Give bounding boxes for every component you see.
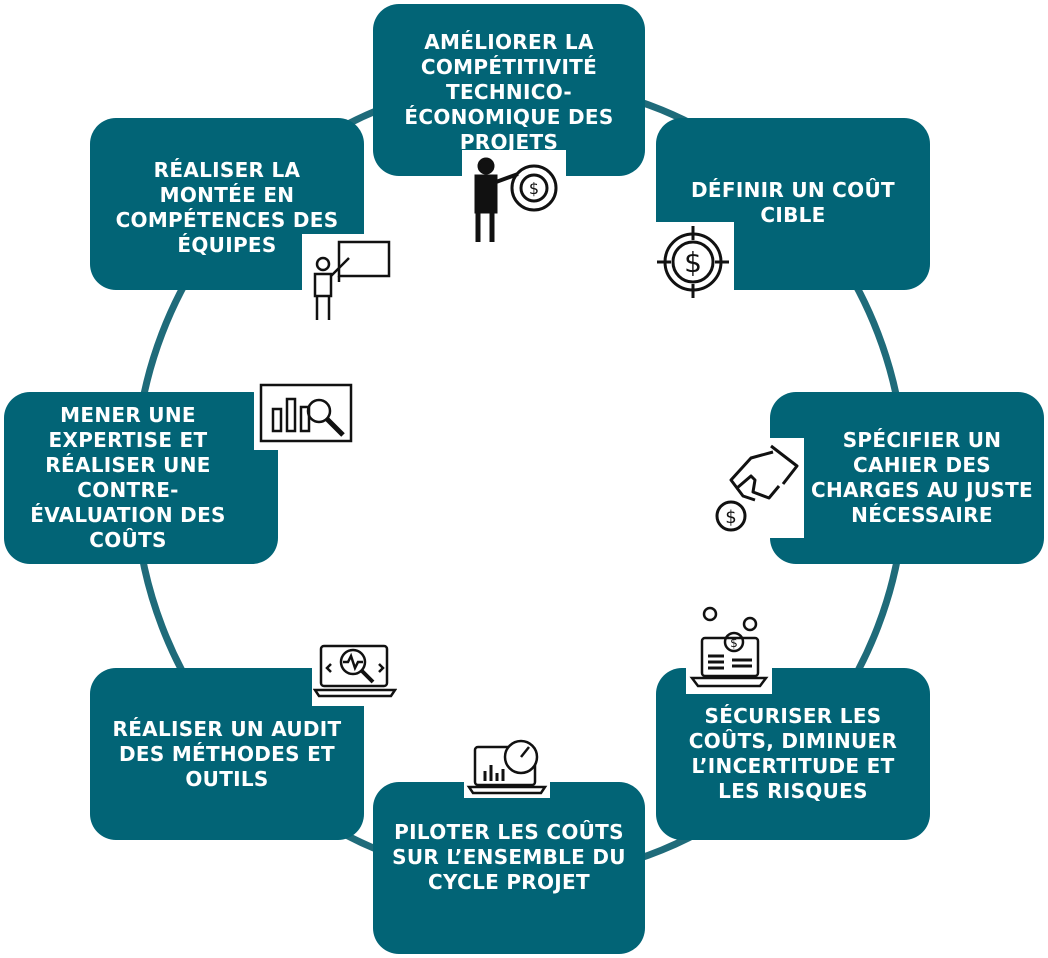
laptop-gauge-icon bbox=[464, 736, 550, 798]
step-label: PILOTER LES COÛTS SUR L’ENSEMBLE DU CYCL… bbox=[392, 820, 626, 894]
step-piloter: PILOTER LES COÛTS SUR L’ENSEMBLE DU CYCL… bbox=[373, 782, 645, 954]
teacher-board-icon bbox=[302, 234, 394, 326]
step-label: AMÉLIORER LA COMPÉTITIVITÉ TECHNICO-ÉCON… bbox=[404, 30, 614, 154]
dollar-target-icon: $ bbox=[652, 222, 734, 302]
laptop-dollar-icon: $ bbox=[686, 600, 772, 694]
presenter-target-icon: $ bbox=[462, 150, 566, 250]
step-expertise: MENER UNE EXPERTISE ET RÉALISER UNE CONT… bbox=[4, 392, 278, 564]
step-label: RÉALISER LA MONTÉE EN COMPÉTENCES DES ÉQ… bbox=[115, 158, 339, 257]
svg-text:$: $ bbox=[730, 636, 738, 650]
step-label: SÉCURISER LES COÛTS, DIMINUER L’INCERTIT… bbox=[688, 704, 898, 803]
laptop-search-icon bbox=[312, 636, 398, 706]
step-label: MENER UNE EXPERTISE ET RÉALISER UNE CONT… bbox=[30, 403, 226, 552]
svg-text:$: $ bbox=[684, 246, 702, 279]
step-label: DÉFINIR UN COÛT CIBLE bbox=[691, 178, 895, 227]
svg-text:$: $ bbox=[529, 179, 539, 198]
hand-coin-icon: $ bbox=[706, 438, 804, 538]
chart-magnifier-icon bbox=[254, 378, 358, 450]
step-label: SPÉCIFIER UN CAHIER DES CHARGES AU JUSTE… bbox=[811, 428, 1033, 527]
step-competitivite: AMÉLIORER LA COMPÉTITIVITÉ TECHNICO-ÉCON… bbox=[373, 4, 645, 176]
step-securiser: SÉCURISER LES COÛTS, DIMINUER L’INCERTIT… bbox=[656, 668, 930, 840]
step-competences: RÉALISER LA MONTÉE EN COMPÉTENCES DES ÉQ… bbox=[90, 118, 364, 290]
step-label: RÉALISER UN AUDIT DES MÉTHODES ET OUTILS bbox=[112, 716, 342, 791]
svg-text:$: $ bbox=[725, 507, 736, 528]
step-cahier-charges: SPÉCIFIER UN CAHIER DES CHARGES AU JUSTE… bbox=[770, 392, 1044, 564]
